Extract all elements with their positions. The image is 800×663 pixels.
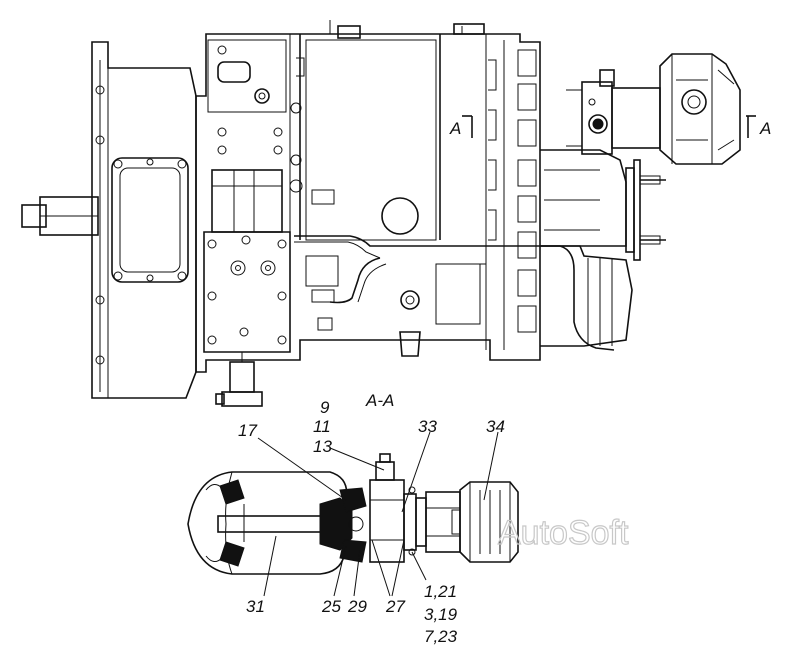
callout-34: 34 xyxy=(486,417,505,436)
gearbox-case xyxy=(195,20,666,407)
callout-33: 33 xyxy=(418,417,437,436)
callout-9: 9 xyxy=(320,398,330,417)
pump-assembly xyxy=(566,53,741,165)
leader-lines xyxy=(257,431,499,597)
callout-13: 13 xyxy=(313,437,332,456)
callout-7-23: 7,23 xyxy=(424,627,458,646)
callout-29: 29 xyxy=(347,597,367,616)
clutch-housing xyxy=(91,41,197,399)
callout-3-19: 3,19 xyxy=(424,605,458,624)
callout-17: 17 xyxy=(238,421,257,440)
gearbox-assembly-view: A A xyxy=(21,20,771,407)
section-marker-left: A xyxy=(449,119,461,138)
input-shaft xyxy=(21,196,99,236)
section-a-a-view xyxy=(187,453,519,575)
callout-27: 27 xyxy=(385,597,405,616)
callout-labels: 9 11 13 17 33 34 31 25 29 27 1,21 3,19 7… xyxy=(238,398,505,646)
callout-1-21: 1,21 xyxy=(424,582,457,601)
callout-11: 11 xyxy=(313,417,331,436)
watermark: AutoSoft xyxy=(498,514,629,552)
section-title: A-A xyxy=(365,391,394,410)
callout-25: 25 xyxy=(321,597,341,616)
callout-31: 31 xyxy=(246,597,265,616)
section-cut-markers: A A xyxy=(449,115,771,138)
section-marker-right: A xyxy=(759,119,771,138)
